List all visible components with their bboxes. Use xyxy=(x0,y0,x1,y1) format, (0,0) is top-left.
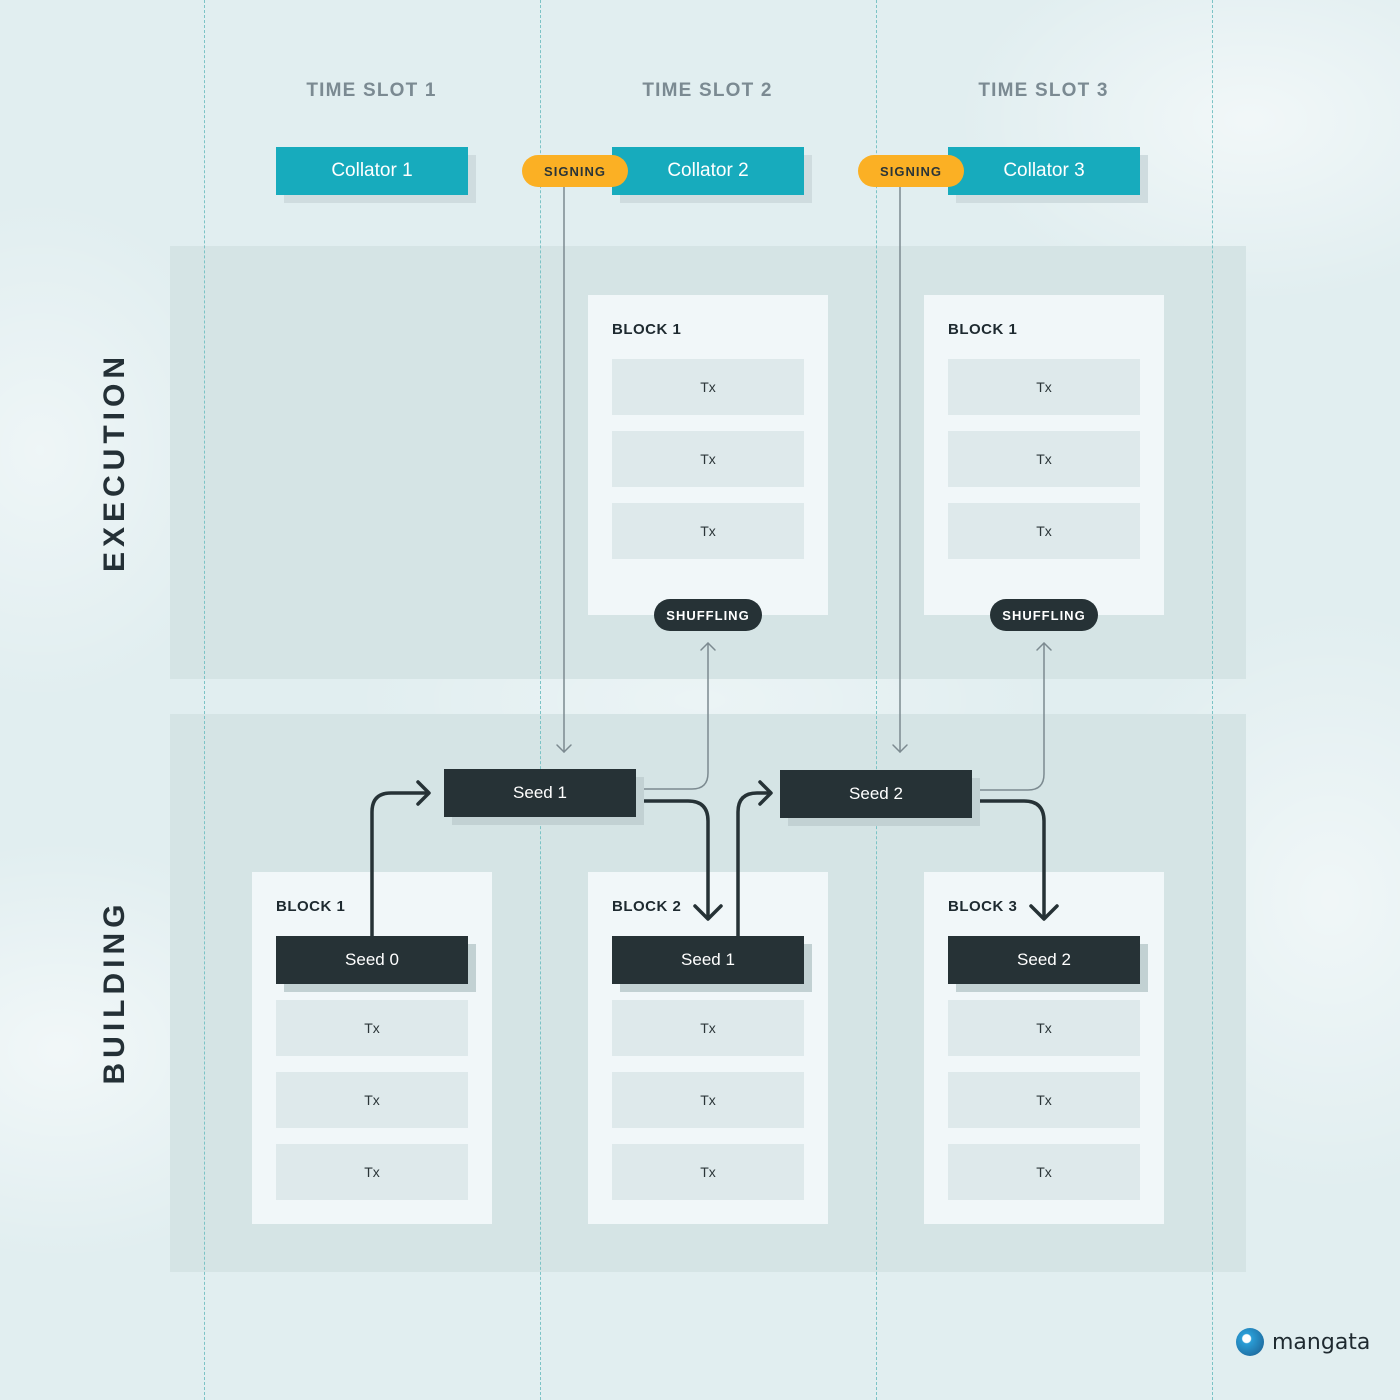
tx-item: Tx xyxy=(948,431,1140,487)
block-title: BLOCK 1 xyxy=(276,898,346,915)
collator-1: Collator 1 xyxy=(276,147,468,195)
building-row-label: BUILDING xyxy=(98,899,131,1085)
time-slot-2-title: TIME SLOT 2 xyxy=(642,80,773,101)
execution-block-slot-2: BLOCK 1 Tx Tx Tx xyxy=(588,295,828,615)
block-3-seed: Seed 2 xyxy=(948,936,1140,984)
shuffling-badge-2: SHUFFLING xyxy=(654,599,762,631)
column-guide xyxy=(204,0,205,1400)
block-2-seed: Seed 1 xyxy=(612,936,804,984)
tx-item: Tx xyxy=(948,1144,1140,1200)
building-block-1: BLOCK 1 Tx Tx Tx xyxy=(252,872,492,1224)
column-guide xyxy=(1212,0,1213,1400)
building-block-3: BLOCK 3 Tx Tx Tx xyxy=(924,872,1164,1224)
shuffling-badge-3: SHUFFLING xyxy=(990,599,1098,631)
time-slot-1-title: TIME SLOT 1 xyxy=(306,80,437,101)
signing-badge-2: SIGNING xyxy=(522,155,628,187)
mangata-logo: mangata xyxy=(1236,1328,1370,1356)
block-title: BLOCK 3 xyxy=(948,898,1018,915)
tx-item: Tx xyxy=(276,1072,468,1128)
time-slot-3-title: TIME SLOT 3 xyxy=(978,80,1109,101)
tx-item: Tx xyxy=(276,1144,468,1200)
tx-item: Tx xyxy=(612,1000,804,1056)
tx-item: Tx xyxy=(948,1000,1140,1056)
block-title: BLOCK 1 xyxy=(948,321,1018,338)
collator-2: Collator 2 xyxy=(612,147,804,195)
building-block-2: BLOCK 2 Tx Tx Tx xyxy=(588,872,828,1224)
block-1-seed: Seed 0 xyxy=(276,936,468,984)
mangata-logo-text: mangata xyxy=(1272,1329,1371,1355)
collator-3: Collator 3 xyxy=(948,147,1140,195)
execution-row-label: EXECUTION xyxy=(98,351,131,573)
tx-item: Tx xyxy=(948,1072,1140,1128)
tx-item: Tx xyxy=(612,1072,804,1128)
column-guide xyxy=(876,0,877,1400)
mangata-logo-icon xyxy=(1236,1328,1264,1356)
tx-item: Tx xyxy=(948,359,1140,415)
tx-item: Tx xyxy=(612,431,804,487)
seed-2-node: Seed 2 xyxy=(780,770,972,818)
execution-block-slot-3: BLOCK 1 Tx Tx Tx xyxy=(924,295,1164,615)
tx-item: Tx xyxy=(612,359,804,415)
tx-item: Tx xyxy=(276,1000,468,1056)
tx-item: Tx xyxy=(612,1144,804,1200)
column-guide xyxy=(540,0,541,1400)
block-title: BLOCK 1 xyxy=(612,321,682,338)
seed-1-node: Seed 1 xyxy=(444,769,636,817)
block-title: BLOCK 2 xyxy=(612,898,682,915)
tx-item: Tx xyxy=(948,503,1140,559)
signing-badge-3: SIGNING xyxy=(858,155,964,187)
tx-item: Tx xyxy=(612,503,804,559)
